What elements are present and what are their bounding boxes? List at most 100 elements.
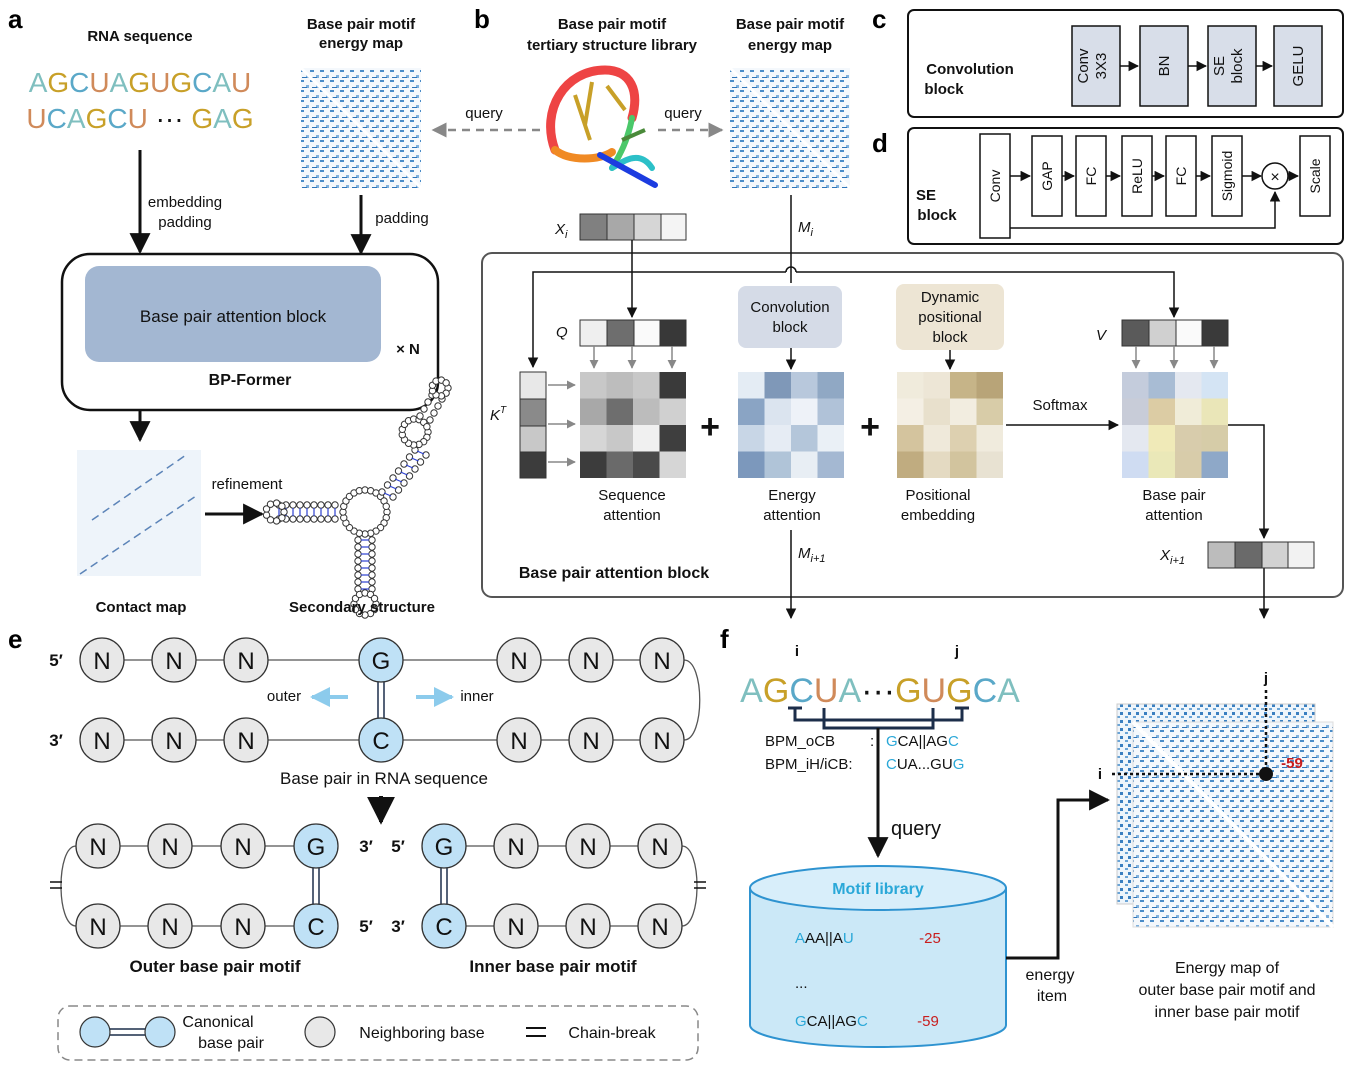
canonical-base-node: [358, 637, 404, 683]
se-step-label: FC: [1173, 167, 1189, 186]
grid-cell: [976, 398, 1003, 425]
base-letter: N: [93, 728, 110, 755]
grid-cell: [1201, 372, 1228, 399]
sequence-attention-label-1: Sequence: [598, 487, 666, 504]
structure-base: [354, 564, 362, 572]
grid-cell: [738, 398, 765, 425]
base-letter: N: [582, 728, 599, 755]
se-skip-arrow: [1010, 190, 1281, 229]
rna-seq-line-1: AGCUAGUGCAU: [29, 67, 252, 98]
neighbor-base-node: [496, 637, 542, 683]
contact-map-line-2: [79, 495, 197, 575]
grid-cell: [791, 451, 818, 478]
grid-cell: [1175, 398, 1202, 425]
grid-cell: [738, 425, 765, 452]
grid-cell: [791, 372, 818, 399]
convolution-block-label-1: Convolution: [750, 299, 829, 316]
map-value-label: -59: [1281, 755, 1303, 772]
energy-map-title-left-1: Base pair motif: [307, 16, 416, 33]
structure-base: [434, 402, 442, 410]
grid-cell: [950, 451, 977, 478]
energy-map-front-diagonal: [1131, 720, 1335, 929]
refinement-label: refinement: [212, 476, 284, 493]
grid-cell: [606, 425, 633, 452]
sequence-attention-grid: [580, 372, 686, 478]
grid-cell: [1201, 451, 1228, 478]
convolution-block-label-2: block: [772, 319, 808, 336]
padding-label-right: padding: [375, 210, 428, 227]
structure-base: [331, 501, 339, 509]
structure-base: [272, 499, 281, 507]
neighbor-base-node: [223, 717, 269, 763]
q-vector: [579, 319, 687, 347]
f-j-label: j: [954, 643, 959, 660]
positional-embedding-label-2: embedding: [901, 507, 975, 524]
grid-cell: [976, 372, 1003, 399]
structure-base: [426, 416, 434, 424]
structure-base: [324, 515, 332, 523]
base-letter: N: [579, 914, 596, 941]
legend-box: [57, 1005, 699, 1061]
multiply-node: [1261, 162, 1289, 190]
structure-base: [354, 550, 362, 558]
neighbor-base-node: [75, 903, 121, 949]
base-letter: N: [165, 728, 182, 755]
grid-cell: [950, 372, 977, 399]
canonical-base-node: [293, 823, 339, 869]
library-entry-1-value: -25: [919, 930, 941, 947]
dynamic-positional-label-2: positional: [918, 309, 981, 326]
base-letter: N: [237, 728, 254, 755]
base-letter: N: [165, 648, 182, 675]
structure-base: [422, 451, 430, 459]
structure-base: [394, 467, 403, 475]
structure-base: [411, 465, 419, 473]
mi1-label: Mi+1: [798, 545, 826, 565]
neighbor-base-node: [151, 637, 197, 683]
structure-base: [354, 578, 362, 586]
conv-step-label: GELU: [1290, 46, 1307, 87]
kt-label: KT: [490, 405, 507, 424]
grid-cell: [791, 398, 818, 425]
grid-cell: [897, 398, 924, 425]
structure-base: [383, 481, 392, 489]
structure-base: [262, 505, 271, 513]
conv-step-label: BN: [1156, 56, 1173, 77]
base-letter: G: [307, 834, 326, 861]
canonical-base-node: [421, 903, 467, 949]
f-bracket: [788, 706, 969, 730]
grid-cell: [580, 372, 607, 399]
v-arrows: [1131, 346, 1219, 369]
conv-step-box: [1071, 25, 1121, 107]
structure-base: [400, 479, 408, 487]
structure-base: [382, 502, 390, 511]
neighbor-base-node: [151, 717, 197, 763]
bpa-to-xi1-arrow: [1228, 424, 1270, 540]
base-letter: N: [237, 648, 254, 675]
structure-base: [368, 557, 376, 565]
v-vector: [1121, 319, 1229, 347]
grid-cell: [606, 398, 633, 425]
grid-cell: [976, 425, 1003, 452]
legend-neighbor-label: Neighboring base: [359, 1025, 485, 1042]
energy-item-label-2: item: [1037, 988, 1067, 1005]
legend-canonical-icon: [79, 1016, 176, 1048]
structure-base: [296, 515, 304, 523]
multiply-symbol: ×: [1270, 169, 1279, 186]
grid-cell: [606, 451, 633, 478]
grid-cell: [950, 398, 977, 425]
q-label: Q: [556, 324, 568, 341]
structure-base: [368, 578, 376, 586]
panel-label-e: e: [8, 624, 22, 654]
energy-attention-label-2: attention: [763, 507, 821, 524]
energy-map-right-diagonal: [728, 66, 852, 190]
neighbor-base-node: [496, 717, 542, 763]
structure-base: [354, 557, 362, 565]
panel-d-title-2: block: [917, 207, 957, 224]
rna-sequence-title: RNA sequence: [87, 28, 192, 45]
base-letter: N: [161, 914, 178, 941]
structure-base: [368, 543, 376, 551]
times-n-label: × N: [396, 341, 420, 358]
grid-cell: [976, 451, 1003, 478]
energy-map-caption-3: inner base pair motif: [1155, 1004, 1301, 1021]
